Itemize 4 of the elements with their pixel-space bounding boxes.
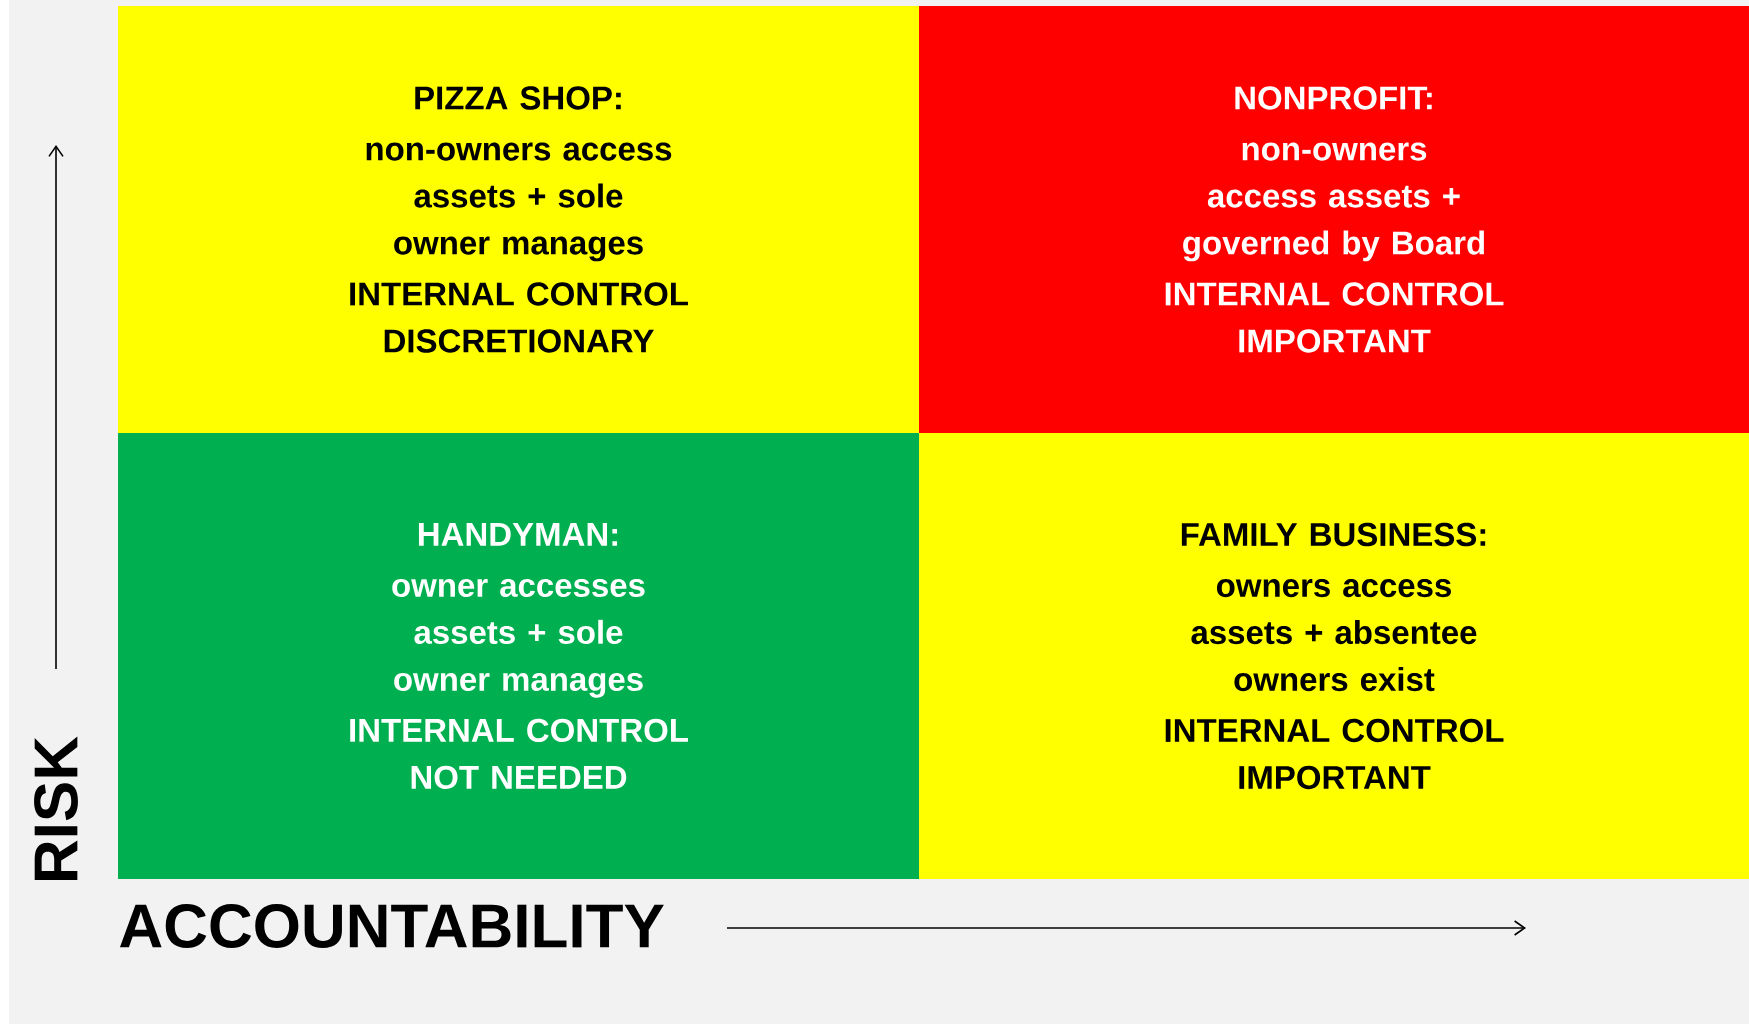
quadrant-box: FAMILY BUSINESS: owners access assets + absentee owners exist INTERNAL CONTROL IMPORTANT [919,433,1749,879]
quadrant-box: PIZZA SHOP: non-owners access assets + sole owner manages INTERNAL CONTROL DISCRETIONARY [118,6,919,433]
quadrant-box: NONPROFIT: non-owners access assets + governed by Board INTERNAL CONTROL IMPORTANT [919,6,1749,433]
quadrant-box: HANDYMAN: owner accesses assets + sole owner manages INTERNAL CONTROL NOT NEEDED [118,433,919,879]
